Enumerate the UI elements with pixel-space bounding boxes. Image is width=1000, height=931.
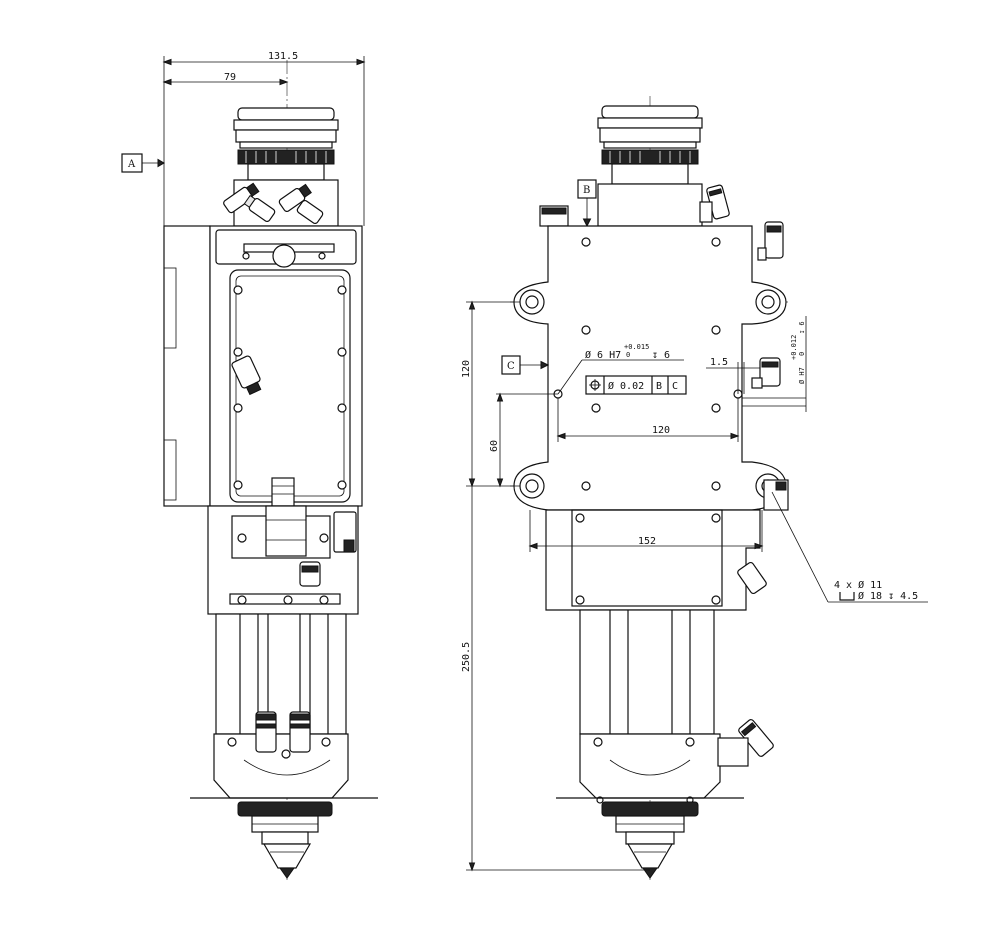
side-mid-section <box>207 505 359 622</box>
dim-overall-width: 131.5 <box>162 51 366 226</box>
front-tube <box>579 609 715 735</box>
dim-width-152-label: 152 <box>638 536 656 547</box>
datum-c-label: C <box>507 361 515 372</box>
datum-a: A <box>121 153 165 173</box>
dim-height-60: 60 <box>489 392 558 488</box>
datum-c: C <box>501 355 550 375</box>
dim-hole-spacing-label: 120 <box>652 425 670 436</box>
dim-height-60-label: 60 <box>489 440 500 452</box>
side-main-body <box>209 225 363 507</box>
side-hole-tol-upper: +0.012 <box>790 335 798 360</box>
side-tube <box>215 613 347 735</box>
dim-offset-1-5: 1.5 <box>706 316 807 412</box>
datum-b: B <box>577 179 597 228</box>
dim-height-250-label: 250.5 <box>461 642 472 672</box>
front-nozzle <box>601 801 699 879</box>
datum-a-label: A <box>127 159 136 170</box>
front-lower-head <box>556 719 774 804</box>
dim-width-152: 152 <box>528 510 764 552</box>
hole-spec-tol-lower: 0 <box>626 351 630 359</box>
mount-holes-count: 4 x Ø 11 <box>834 579 882 591</box>
dim-offset-label: 1.5 <box>710 357 728 368</box>
fcf-value: Ø 0.02 <box>608 380 644 392</box>
datum-b-label: B <box>583 185 590 196</box>
side-left-cover <box>163 225 211 507</box>
fcf-datum-c: C <box>672 381 678 392</box>
feature-control-frame: Ø 0.02 B C <box>585 375 687 395</box>
side-nozzle <box>237 801 333 879</box>
mount-holes-callout: 4 x Ø 11 Ø 18 ↧ 4.5 <box>771 491 928 603</box>
hole-spec-depth: ↧ 6 <box>652 350 670 361</box>
dim-height-250: 250.5 <box>461 486 650 872</box>
dim-center-offset-label: 79 <box>224 72 236 83</box>
dim-overall-width-label: 131.5 <box>268 51 298 62</box>
side-view: 131.5 79 A <box>121 51 378 880</box>
dim-hole-spacing: 120 <box>556 398 740 442</box>
hole-callout: Ø 6 H7 +0.015 0 ↧ 6 <box>557 343 684 395</box>
side-lower-head <box>190 711 378 799</box>
side-hole-callout: Ø H7 +0.012 0 ↧ 6 <box>790 321 806 384</box>
front-main-plate <box>513 225 789 511</box>
dim-height-120: 120 <box>461 300 520 488</box>
side-hole-spec: Ø H7 <box>798 367 806 384</box>
dim-center-offset: 79 <box>162 72 289 86</box>
front-lower-body <box>545 509 767 611</box>
dim-height-120-label: 120 <box>461 360 472 378</box>
front-view: B <box>461 96 928 880</box>
front-top-connector <box>597 105 703 227</box>
hole-spec-phi: Ø 6 H7 <box>585 349 621 361</box>
mount-holes-cbore: Ø 18 ↧ 4.5 <box>858 590 918 602</box>
fcf-datum-b: B <box>656 381 662 392</box>
side-hole-depth: ↧ 6 <box>798 321 806 334</box>
side-hole-tol-lower: 0 <box>798 352 806 356</box>
hole-spec-tol-upper: +0.015 <box>624 343 649 351</box>
front-top-fittings <box>539 184 784 261</box>
